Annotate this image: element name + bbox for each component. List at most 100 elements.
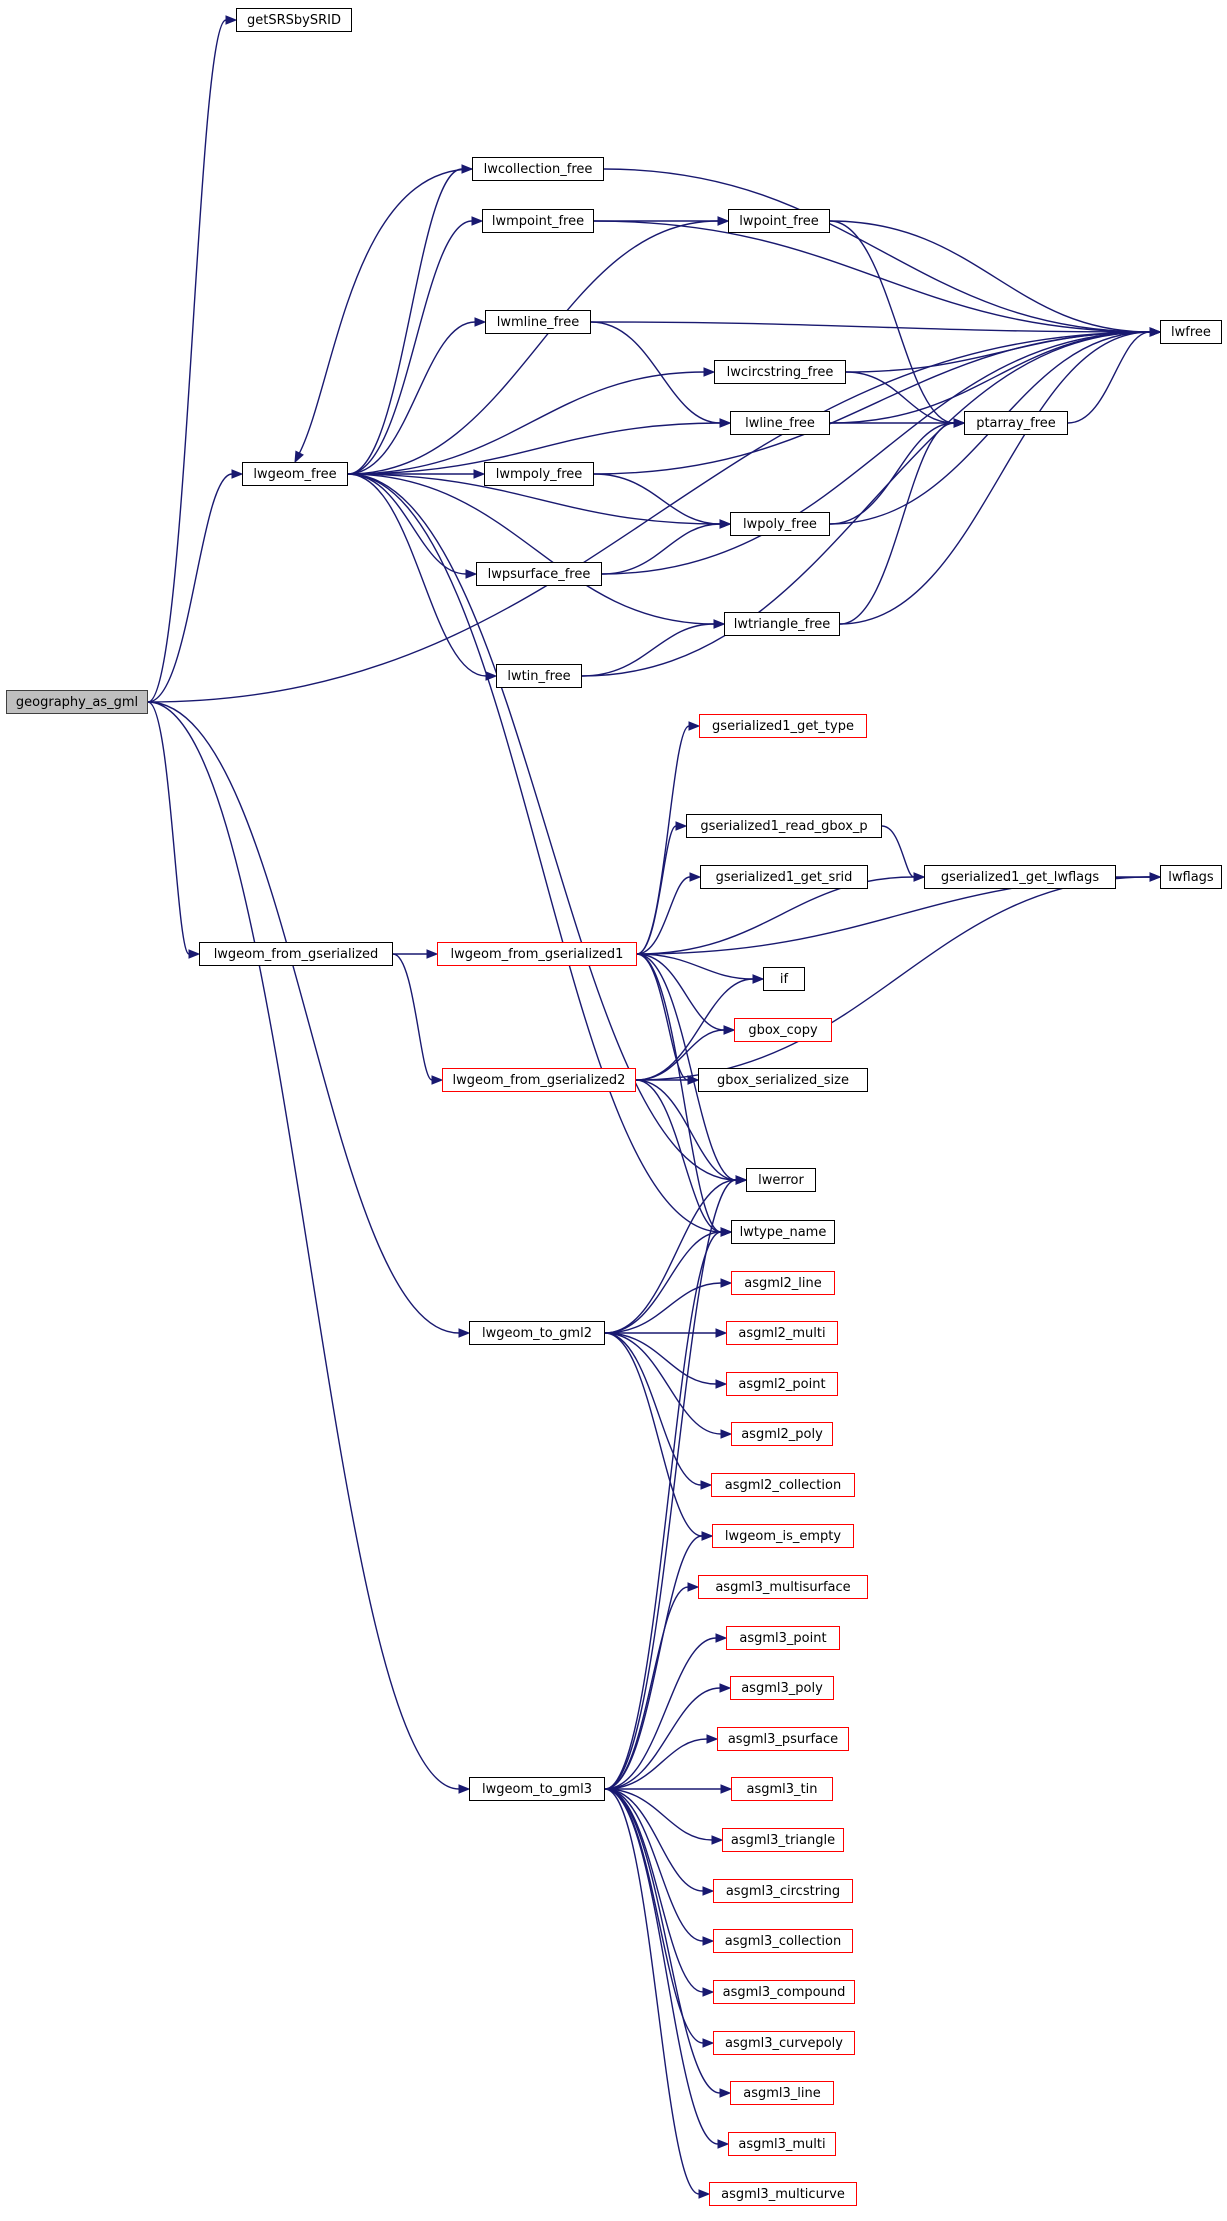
node-ptarray-free[interactable]: ptarray_free <box>964 411 1068 435</box>
arrowhead <box>706 1734 719 1744</box>
node-lwpoint-free[interactable]: lwpoint_free <box>728 209 830 233</box>
node-lwtype-name[interactable]: lwtype_name <box>731 1220 835 1244</box>
arrowhead <box>702 1936 715 1946</box>
node-lwgeom-from-gserialized[interactable]: lwgeom_from_gserialized <box>199 942 393 966</box>
edge-lwgeom-to-gml3-to-asgml3-compound <box>604 1788 704 1993</box>
node-asgml3-triangle[interactable]: asgml3_triangle <box>722 1828 844 1852</box>
edge-lwgeom-free-to-lwtype-name <box>347 473 722 1233</box>
node-asgml2-poly[interactable]: asgml2_poly <box>731 1422 833 1446</box>
node-asgml3-circstring[interactable]: asgml3_circstring <box>713 1879 853 1903</box>
arrowhead <box>719 1683 732 1693</box>
node-if[interactable]: if <box>763 967 805 991</box>
node-lwmline-free[interactable]: lwmline_free <box>485 310 591 334</box>
edge-lwpoly-free-to-ptarray-free <box>829 422 955 525</box>
node-geography-as-gml[interactable]: geography_as_gml <box>6 690 148 714</box>
node-lwline-free[interactable]: lwline_free <box>730 411 830 435</box>
edge-lwpsurface-free-to-lwfree <box>601 331 1151 575</box>
node-lwgeom-to-gml3[interactable]: lwgeom_to_gml3 <box>469 1777 605 1801</box>
node-asgml2-point[interactable]: asgml2_point <box>726 1372 838 1396</box>
edge-lwpsurface-free-to-lwpoly-free <box>601 523 721 575</box>
edge-lwgeom-to-gml3-to-asgml3-point <box>604 1637 717 1790</box>
arrowhead <box>953 418 966 428</box>
node-lwpoly-free[interactable]: lwpoly_free <box>730 512 830 536</box>
node-asgml2-collection[interactable]: asgml2_collection <box>711 1473 855 1497</box>
edge-lwgeom-to-gml3-to-asgml3-poly <box>604 1687 721 1790</box>
node-gbox-copy[interactable]: gbox_copy <box>734 1018 832 1042</box>
edge-lwmpoint-free-to-lwfree <box>593 220 1151 333</box>
arrowhead <box>698 2189 711 2199</box>
arrowhead <box>715 1328 728 1338</box>
node-lwflags[interactable]: lwflags <box>1160 865 1222 889</box>
node-gserialized1-read-gbox-p[interactable]: gserialized1_read_gbox_p <box>686 814 882 838</box>
edge-lwtriangle-free-to-ptarray-free <box>839 422 955 625</box>
node-asgml3-compound[interactable]: asgml3_compound <box>713 1980 855 2004</box>
node-lwmpoint-free[interactable]: lwmpoint_free <box>482 209 594 233</box>
arrowhead <box>720 1278 733 1288</box>
edge-lwgeom-from-gserialized-to-lwgeom-from-gserialized2 <box>392 953 433 1081</box>
node-asgml3-multicurve[interactable]: asgml3_multicurve <box>709 2182 857 2206</box>
node-lwcollection-free[interactable]: lwcollection_free <box>472 157 604 181</box>
node-lwcircstring-free[interactable]: lwcircstring_free <box>714 360 846 384</box>
edge-lwgeom-to-gml3-to-asgml3-multi <box>604 1788 719 2145</box>
node-lwmpoly-free[interactable]: lwmpoly_free <box>484 462 594 486</box>
arrowhead <box>720 1429 733 1439</box>
edge-lwcollection-free-to-lwfree <box>603 168 1151 333</box>
edge-geography-as-gml-to-lwgeom-to-gml3 <box>147 701 460 1790</box>
node-asgml3-collection[interactable]: asgml3_collection <box>713 1929 853 1953</box>
edge-lwcircstring-free-to-lwfree <box>845 331 1151 373</box>
arrowhead <box>231 469 244 479</box>
edge-lwgeom-to-gml3-to-asgml3-multicurve <box>604 1788 700 2195</box>
node-asgml2-multi[interactable]: asgml2_multi <box>726 1321 838 1345</box>
node-lwgeom-is-empty[interactable]: lwgeom_is_empty <box>712 1524 854 1548</box>
node-lwpsurface-free[interactable]: lwpsurface_free <box>476 562 602 586</box>
node-asgml3-point[interactable]: asgml3_point <box>726 1626 840 1650</box>
node-gserialized1-get-srid[interactable]: gserialized1_get_srid <box>700 865 868 889</box>
arrowhead <box>485 671 498 681</box>
edge-lwgeom-to-gml2-to-lwtype-name <box>604 1231 722 1334</box>
node-lwtin-free[interactable]: lwtin_free <box>496 664 582 688</box>
arrowhead <box>700 1480 713 1490</box>
edge-lwgeom-to-gml2-to-asgml2-line <box>604 1282 722 1334</box>
arrowhead <box>474 317 487 327</box>
node-asgml3-line[interactable]: asgml3_line <box>730 2081 834 2105</box>
arrowhead <box>735 1175 748 1185</box>
edge-lwgeom-free-to-lwpsurface-free <box>347 473 467 575</box>
node-lwfree[interactable]: lwfree <box>1160 320 1222 344</box>
arrowhead <box>913 872 926 882</box>
edge-geography-as-gml-to-lwfree <box>147 331 1151 703</box>
node-lwgeom-from-gserialized1[interactable]: lwgeom_from_gserialized1 <box>437 942 637 966</box>
node-asgml3-curvepoly[interactable]: asgml3_curvepoly <box>713 2031 855 2055</box>
arrowhead <box>465 569 478 579</box>
edge-lwgeom-free-to-lwtin-free <box>347 473 487 677</box>
node-asgml3-multisurface[interactable]: asgml3_multisurface <box>698 1575 868 1599</box>
edge-lwcircstring-free-to-ptarray-free <box>845 371 955 424</box>
node-lwgeom-free[interactable]: lwgeom_free <box>242 462 348 486</box>
edge-ptarray-free-to-lwfree <box>1067 331 1151 424</box>
arrowhead <box>720 1227 733 1237</box>
node-lwerror[interactable]: lwerror <box>746 1168 816 1192</box>
arrowhead <box>458 1784 471 1794</box>
node-getSRSbySRID[interactable]: getSRSbySRID <box>236 8 352 32</box>
edge-lwpoint-free-to-ptarray-free <box>829 220 955 424</box>
arrowhead <box>458 1328 471 1338</box>
node-gserialized1-get-lwflags[interactable]: gserialized1_get_lwflags <box>924 865 1116 889</box>
arrowhead <box>752 974 765 984</box>
edge-lwgeom-from-gserialized1-to-gserialized1-get-type <box>636 725 690 955</box>
node-gbox-serialized-size[interactable]: gbox_serialized_size <box>698 1068 868 1092</box>
node-lwgeom-from-gserialized2[interactable]: lwgeom_from_gserialized2 <box>442 1068 636 1092</box>
node-lwgeom-to-gml2[interactable]: lwgeom_to_gml2 <box>469 1321 605 1345</box>
node-lwtriangle-free[interactable]: lwtriangle_free <box>724 612 840 636</box>
arrowhead <box>1149 327 1162 337</box>
node-asgml3-poly[interactable]: asgml3_poly <box>730 1676 834 1700</box>
arrowhead <box>720 1784 733 1794</box>
node-asgml3-tin[interactable]: asgml3_tin <box>731 1777 833 1801</box>
edge-lwgeom-to-gml3-to-asgml3-triangle <box>604 1788 713 1841</box>
edge-lwgeom-free-to-lwtriangle-free <box>347 473 715 625</box>
node-asgml2-line[interactable]: asgml2_line <box>731 1271 835 1295</box>
node-asgml3-psurface[interactable]: asgml3_psurface <box>717 1727 849 1751</box>
node-gserialized1-get-type[interactable]: gserialized1_get_type <box>699 714 867 738</box>
edge-lwgeom-free-to-lwcircstring-free <box>347 371 705 475</box>
arrowhead <box>426 949 439 959</box>
node-asgml3-multi[interactable]: asgml3_multi <box>728 2132 836 2156</box>
